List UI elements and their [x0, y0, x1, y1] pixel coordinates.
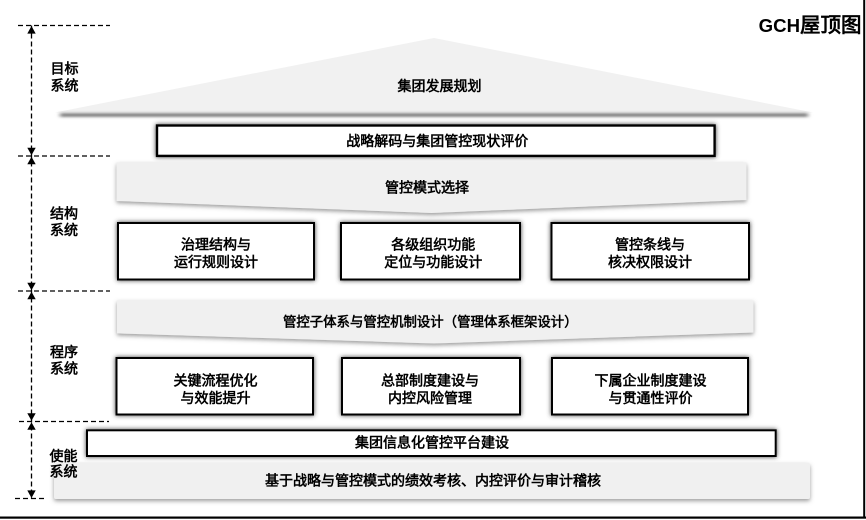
svg-text:内控风险管理: 内控风险管理: [388, 390, 472, 406]
svg-text:结构: 结构: [50, 205, 78, 221]
svg-text:系统: 系统: [50, 361, 78, 377]
svg-text:系统: 系统: [50, 463, 78, 479]
svg-text:集团发展规划: 集团发展规划: [397, 78, 482, 94]
svg-text:定位与功能设计: 定位与功能设计: [384, 254, 482, 270]
svg-text:系统: 系统: [50, 222, 78, 238]
svg-text:管控子体系与管控机制设计（管理体系框架设计）: 管控子体系与管控机制设计（管理体系框架设计）: [283, 313, 578, 329]
svg-text:运行规则设计: 运行规则设计: [174, 254, 258, 270]
svg-text:总部制度建设与: 总部制度建设与: [381, 372, 479, 388]
svg-text:核决权限设计: 核决权限设计: [608, 254, 692, 270]
svg-text:关键流程优化: 关键流程优化: [174, 372, 258, 388]
svg-text:战略解码与集团管控现状评价: 战略解码与集团管控现状评价: [346, 133, 529, 149]
svg-text:治理结构与: 治理结构与: [181, 236, 251, 252]
svg-text:程序: 程序: [50, 344, 78, 360]
svg-text:目标: 目标: [51, 60, 79, 76]
svg-text:GCH屋顶图: GCH屋顶图: [759, 14, 862, 37]
svg-text:系统: 系统: [51, 78, 79, 94]
svg-text:集团信息化管控平台建设: 集团信息化管控平台建设: [354, 434, 510, 450]
svg-text:下属企业制度建设: 下属企业制度建设: [595, 372, 708, 388]
svg-text:与贯通性评价: 与贯通性评价: [609, 390, 694, 406]
svg-text:使能: 使能: [49, 448, 78, 464]
svg-text:各级组织功能: 各级组织功能: [390, 236, 475, 252]
svg-text:管控条线与: 管控条线与: [615, 236, 685, 252]
svg-text:与效能提升: 与效能提升: [181, 390, 251, 406]
svg-text:管控模式选择: 管控模式选择: [385, 180, 470, 196]
svg-text:基于战略与管控模式的绩效考核、内控评价与审计稽核: 基于战略与管控模式的绩效考核、内控评价与审计稽核: [265, 472, 601, 488]
